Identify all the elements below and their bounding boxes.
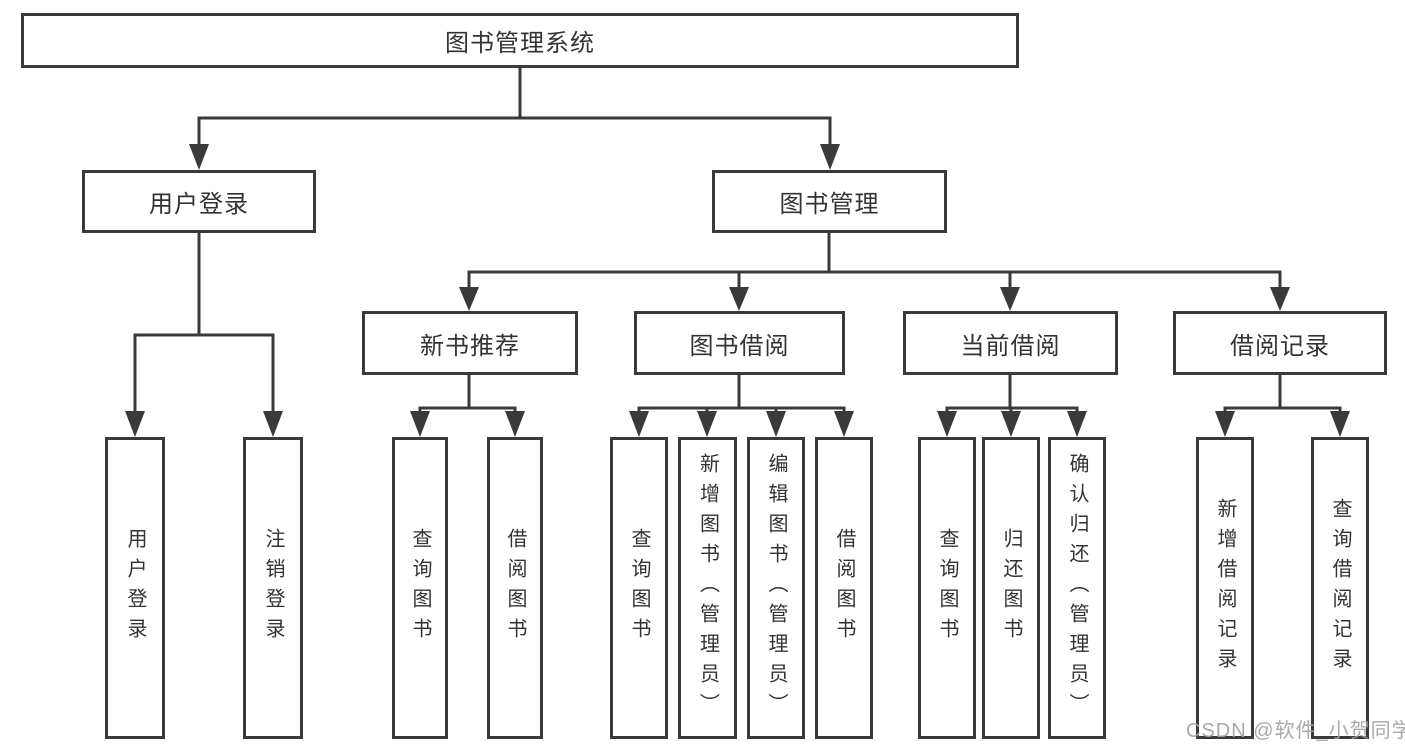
leaf-borrow-books-recommend: 借阅图书	[487, 437, 543, 739]
leaf-edit-book-admin: 编辑图书（管理员）	[747, 437, 805, 739]
leaf-logout: 注销登录	[243, 437, 303, 739]
leaf-query-borrow-record: 查询借阅记录	[1311, 437, 1369, 739]
node-label: 借阅记录	[1230, 332, 1330, 360]
leaf-return-books: 归还图书	[982, 437, 1040, 739]
leaf-add-book-admin: 新增图书（管理员）	[678, 437, 737, 739]
node-label: 查询图书	[936, 528, 958, 648]
node-label: 当前借阅	[960, 332, 1061, 360]
node-label: 查询图书	[409, 528, 431, 648]
node-label: 编辑图书（管理员）	[765, 453, 787, 723]
node-label: 归还图书	[1000, 528, 1022, 648]
node-new-book-recommend: 新书推荐	[362, 311, 578, 375]
node-current-borrowing: 当前借阅	[903, 311, 1118, 375]
node-user-login: 用户登录	[82, 170, 316, 233]
leaf-query-books-current: 查询图书	[918, 437, 976, 739]
node-label: 新书推荐	[420, 332, 520, 360]
node-label: 查询图书	[628, 528, 650, 648]
node-label: 新增图书（管理员）	[696, 453, 719, 723]
node-borrowing-records: 借阅记录	[1173, 311, 1387, 375]
node-label: 查询借阅记录	[1329, 498, 1351, 678]
node-label: 图书管理	[779, 191, 880, 218]
node-label: 注销登录	[262, 528, 284, 648]
node-book-management: 图书管理	[712, 170, 947, 233]
node-library-system: 图书管理系统	[21, 13, 1019, 68]
node-label: 借阅图书	[504, 528, 526, 648]
leaf-confirm-return-admin: 确认归还（管理员）	[1048, 437, 1106, 739]
node-label: 借阅图书	[833, 528, 855, 648]
leaf-add-borrow-record: 新增借阅记录	[1196, 437, 1254, 739]
leaf-borrow-books-borrowing: 借阅图书	[815, 437, 873, 739]
arrow-down-icons	[125, 144, 1350, 437]
node-label: 确认归还（管理员）	[1066, 453, 1088, 723]
node-book-borrowing: 图书借阅	[634, 311, 845, 375]
leaf-query-books-recommend: 查询图书	[392, 437, 448, 739]
node-label: 图书管理系统	[445, 30, 595, 57]
node-label: 用户登录	[149, 191, 249, 218]
node-label: 新增借阅记录	[1214, 498, 1236, 678]
leaf-query-books-borrowing: 查询图书	[610, 437, 668, 739]
node-label: 图书借阅	[689, 332, 790, 360]
csdn-watermark: CSDN @软件_小贺同学	[1186, 720, 1405, 742]
node-label: 用户登录	[124, 528, 146, 648]
leaf-user-login: 用户登录	[105, 437, 165, 739]
